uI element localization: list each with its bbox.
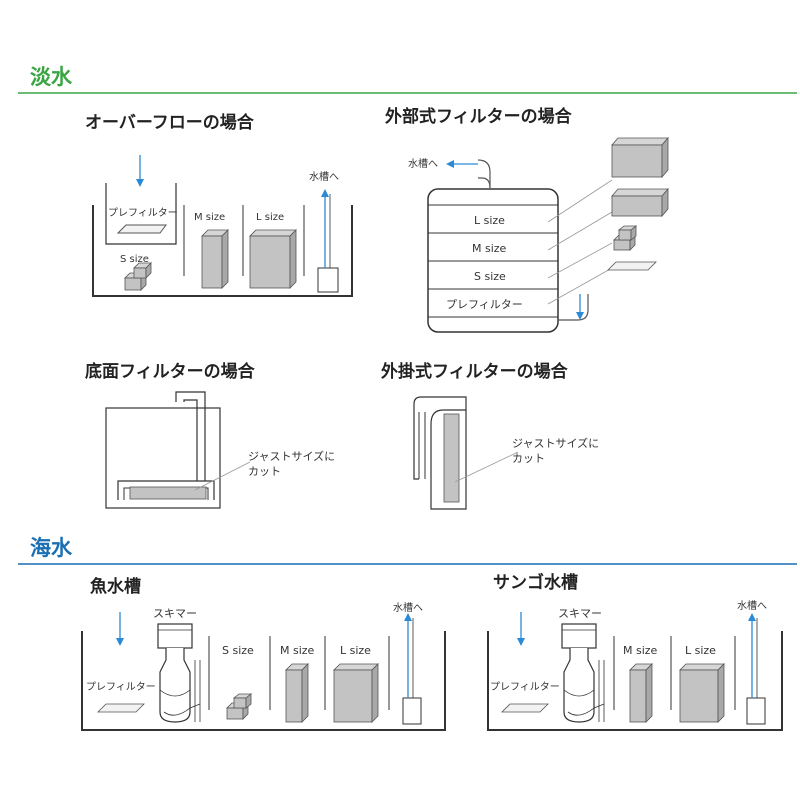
overflow-tank	[92, 205, 353, 297]
bottom-title: 底面フィルターの場合	[85, 361, 256, 382]
coral-l-size-label: L size	[685, 644, 716, 657]
external-layer-l: L size	[474, 214, 505, 227]
coral-tank	[487, 631, 783, 731]
seawater-section-header: 海水	[18, 536, 797, 565]
external-title: 外部式フィルターの場合	[385, 106, 573, 127]
hangon-media	[443, 413, 460, 503]
bottom-filter-diagram: 底面フィルターの場合 ジャストサイズに カット	[85, 361, 335, 509]
coral-prefilter-label: プレフィルター	[490, 681, 560, 693]
hangon-case	[413, 396, 467, 510]
hangon-note-line1: ジャストサイズに	[512, 436, 599, 450]
coral-skimmer	[561, 623, 605, 723]
overflow-diagram: オーバーフローの場合 プレフィルター S size M size L s	[85, 112, 353, 297]
fish-prefilter-pad	[97, 703, 145, 713]
fish-m-size-label: M size	[280, 644, 315, 657]
fish-s-size-label: S size	[222, 644, 254, 657]
seawater-title: 海水	[30, 536, 73, 560]
fish-pump	[402, 697, 422, 725]
coral-tank-diagram: サンゴ水槽 プレフィルター スキマー M size L size	[487, 572, 783, 731]
overflow-to-tank-label: 水槽へ	[309, 170, 339, 183]
bottom-lift-pipe-inner	[183, 399, 198, 481]
external-filter-diagram: 外部式フィルターの場合 水槽へ L size M size S size プレフ…	[385, 106, 669, 333]
overflow-prefilter-pad	[116, 224, 167, 234]
bottom-leader-line	[194, 461, 251, 491]
freshwater-section-header: 淡水	[18, 65, 797, 94]
bottom-note-line1: ジャストサイズに	[248, 449, 335, 463]
hangon-title: 外掛式フィルターの場合	[381, 361, 569, 382]
external-m-size-block	[611, 187, 669, 218]
freshwater-title: 淡水	[30, 65, 73, 89]
hangon-filter-diagram: 外掛式フィルターの場合 ジャストサイズに カット	[381, 361, 599, 510]
coral-m-size-block	[629, 663, 653, 723]
hangon-note-line2: カット	[512, 452, 545, 465]
coral-prefilter-pad	[501, 703, 549, 713]
fish-skimmer-label: スキマー	[153, 607, 197, 620]
fish-to-tank-label: 水槽へ	[393, 601, 423, 614]
fish-tank	[81, 631, 446, 731]
coral-l-size-block	[679, 663, 725, 723]
bottom-plate-outer	[117, 480, 215, 500]
overflow-pump	[317, 267, 339, 293]
fish-l-size-label: L size	[340, 644, 371, 657]
external-s-size-cubes	[613, 225, 638, 251]
bottom-note-line2: カット	[248, 465, 281, 478]
bottom-media-sheet	[129, 486, 207, 500]
external-inflow-hose	[558, 294, 589, 321]
external-l-size-block	[611, 136, 669, 179]
external-layer-s: S size	[474, 270, 506, 283]
overflow-l-size-block	[249, 229, 297, 289]
overflow-prefilter-label: プレフィルター	[108, 207, 178, 219]
fish-title: 魚水槽	[90, 576, 141, 597]
overflow-m-size-label: M size	[194, 212, 225, 223]
fish-prefilter-label: プレフィルター	[86, 681, 156, 693]
coral-to-tank-label: 水槽へ	[737, 599, 767, 612]
coral-m-size-label: M size	[623, 644, 658, 657]
bottom-lift-pipe-outer	[175, 391, 206, 481]
external-outflow-hose	[477, 159, 491, 188]
overflow-title: オーバーフローの場合	[85, 112, 255, 133]
overflow-prefilter-box	[105, 183, 177, 245]
fish-s-size-cubes	[226, 693, 253, 720]
fish-l-size-block	[333, 663, 379, 723]
overflow-s-size-cubes	[124, 262, 152, 291]
external-layer-m: M size	[472, 242, 507, 255]
external-prefilter-pad	[607, 261, 657, 271]
fish-m-size-block	[285, 663, 309, 723]
overflow-m-size-block	[201, 229, 229, 289]
fish-tank-diagram: 魚水槽 プレフィルター スキマー S size M size	[81, 576, 446, 731]
external-layer-prefilter: プレフィルター	[446, 298, 523, 311]
hangon-leader-line	[454, 451, 519, 483]
coral-skimmer-label: スキマー	[558, 607, 602, 620]
overflow-s-size-label: S size	[120, 254, 149, 265]
overflow-l-size-label: L size	[256, 212, 284, 223]
coral-title: サンゴ水槽	[493, 572, 578, 593]
fish-skimmer	[157, 623, 201, 723]
coral-pump	[746, 697, 766, 725]
external-to-tank-label: 水槽へ	[408, 157, 438, 170]
